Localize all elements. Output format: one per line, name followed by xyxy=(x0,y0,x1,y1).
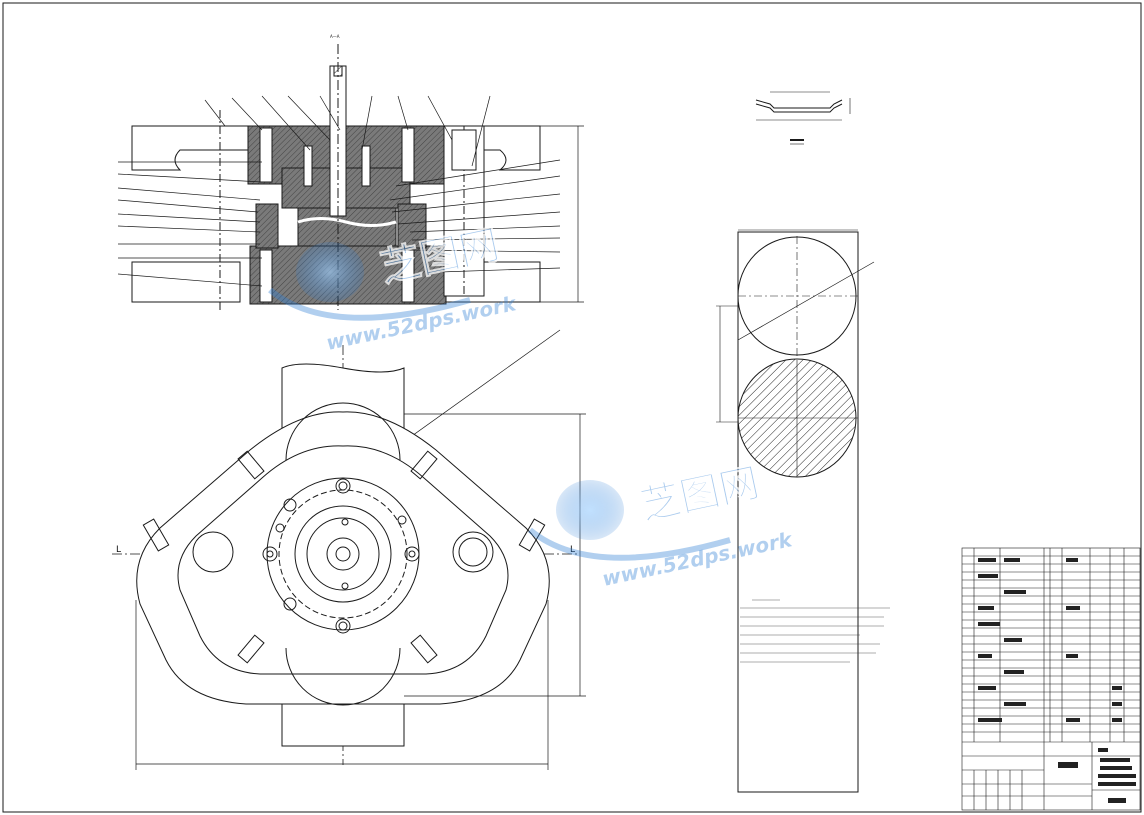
blank-layout xyxy=(716,229,875,793)
part-profile xyxy=(755,91,851,145)
title-block xyxy=(961,547,1141,811)
section-view: A—A xyxy=(117,34,584,487)
section-label: A—A xyxy=(330,34,340,39)
plan-view: L L xyxy=(112,345,586,770)
technical-notes xyxy=(740,599,890,663)
view-marker-left: L xyxy=(116,545,121,555)
view-marker-right: L xyxy=(570,545,575,555)
parts-list xyxy=(962,548,1140,743)
